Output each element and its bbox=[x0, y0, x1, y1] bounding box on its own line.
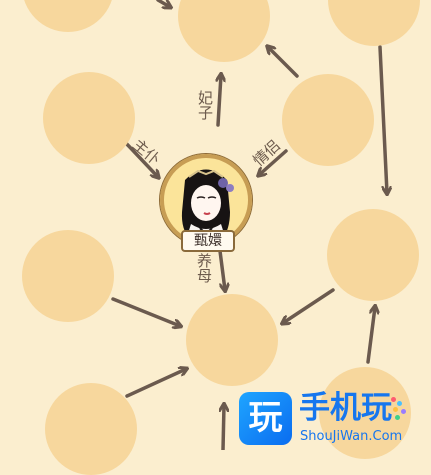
arrow-right-to-topcenter bbox=[268, 47, 299, 78]
arrow-bottomleft-to-bottomcenter bbox=[125, 369, 186, 398]
arrow-concubine bbox=[218, 75, 221, 127]
node-lower-left[interactable] bbox=[22, 230, 114, 322]
node-bottom-right[interactable] bbox=[319, 367, 411, 459]
arrow-right-down bbox=[378, 45, 387, 193]
character-name: 甄嬛 bbox=[181, 230, 235, 252]
watermark-title: 手机玩 bbox=[299, 390, 392, 426]
watermark: 玩 手机玩 ShouJiWan.Com bbox=[239, 392, 413, 445]
node-bottom-left[interactable] bbox=[45, 383, 137, 475]
arrow-bottom-up bbox=[223, 405, 224, 450]
relationship-map: 主仆 妃子 情侣 养母 甄嬛 玩 手机玩 ShouJ bbox=[22, 0, 431, 475]
arrow-right-to-bottomcenter bbox=[283, 288, 335, 323]
relationship-arrows bbox=[111, 0, 431, 450]
label-concubine: 妃子 bbox=[196, 90, 214, 120]
label-adoptive-mother: 养母 bbox=[195, 253, 213, 283]
arrow-left-to-bottomcenter bbox=[111, 297, 180, 326]
arrow-lovers bbox=[259, 149, 288, 175]
arrow-master-servant bbox=[121, 138, 158, 177]
character-card[interactable]: 甄嬛 bbox=[160, 154, 252, 252]
arrow-top-to-topcenter bbox=[156, 0, 170, 7]
watermark-dots-icon bbox=[379, 392, 409, 422]
watermark-subtitle: ShouJiWan.Com bbox=[300, 429, 403, 444]
watermark-logo: 玩 bbox=[239, 392, 292, 445]
arrow-bottomright-up bbox=[366, 307, 375, 364]
node-mid-left[interactable] bbox=[43, 72, 135, 164]
node-mid-right[interactable] bbox=[282, 74, 374, 166]
node-bottom-center[interactable] bbox=[186, 294, 278, 386]
node-lower-right[interactable] bbox=[327, 209, 419, 301]
arrow-adoptive-mother bbox=[218, 249, 225, 290]
